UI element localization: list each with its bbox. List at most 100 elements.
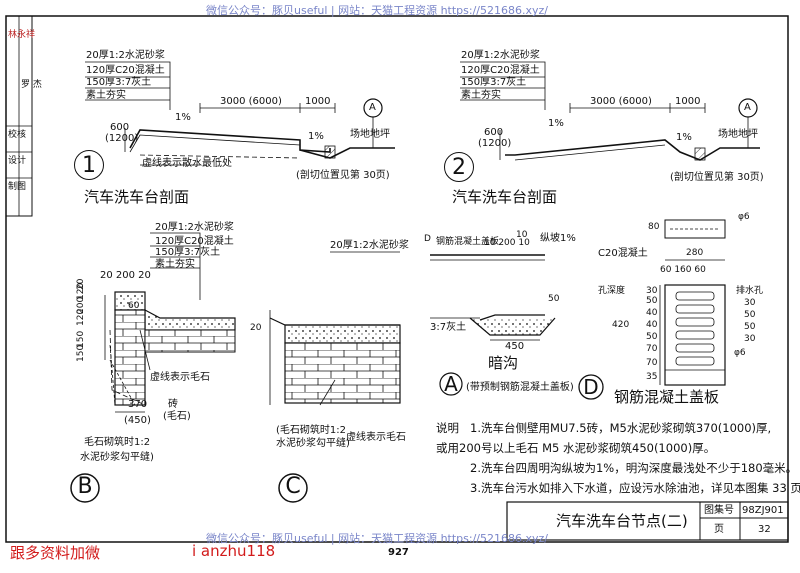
d-left-dim-1: 35: [646, 372, 658, 382]
d-right-dim-2: 50: [744, 310, 756, 320]
c-dim-20: 20: [250, 323, 262, 333]
s2-layer-2: 120厚C20混凝土: [461, 65, 540, 76]
d-right-dim-4: 30: [744, 334, 756, 344]
s1-layer-1: 20厚1:2水泥砂浆: [86, 50, 165, 61]
d-concrete: C20混凝土: [598, 248, 648, 259]
title-block-title: 汽车洗车台节点(二): [556, 512, 688, 530]
b-vdim-5: 120: [76, 282, 86, 300]
b-dim-370: 370: [128, 399, 148, 410]
sheet-frame: [5, 15, 789, 543]
s2-dim-height-a: 600: [484, 127, 504, 138]
a-marker: A: [444, 372, 458, 396]
c-note-mortar2: 水泥砂浆勾平缝): [276, 438, 350, 449]
a-cover-marker: D: [424, 234, 431, 244]
title-block-set-label: 图集号: [704, 505, 734, 516]
d-left-dim-6: 40: [646, 308, 658, 318]
s2-title: 汽车洗车台剖面: [452, 188, 558, 206]
s1-marker: 1: [74, 150, 104, 180]
c-note-dashed: 虚线表示毛石: [346, 432, 406, 443]
s2-slope-1: 1%: [548, 118, 564, 129]
b-dim-60: 60: [128, 301, 140, 311]
s2-note-cut: (剖切位置见第 30页): [670, 172, 764, 183]
stamp-row-design: 设计: [8, 156, 27, 166]
notes-line-3: 2.洗车台四周明沟纵坡为1%，明沟深度最浅处不少于180毫米。: [470, 461, 798, 475]
watermark-top: 微信公众号：豚贝useful | 网站：天猫工程资源 https://52168…: [206, 4, 548, 17]
footer-middle: i anzhu118: [192, 542, 276, 560]
title-block-page-value: 32: [758, 524, 771, 535]
stamp-signature-2: 罗 杰: [21, 80, 42, 90]
b-top-dims: 20 200 20: [100, 270, 151, 281]
detailB-drawing: [70, 232, 236, 503]
a-dim-50: 50: [548, 294, 560, 304]
s1-note-dashed: 虚线表示散水最低处: [142, 158, 232, 169]
s2-dim-height-b: (1200): [478, 138, 512, 149]
c-marker: C: [285, 474, 301, 499]
detailA-drawing: [330, 251, 556, 396]
d-left-dim-2: 70: [646, 358, 658, 368]
c-note-mortar: (毛石砌筑时1:2: [276, 425, 346, 436]
detailC-drawing: [269, 310, 401, 503]
s1-title: 汽车洗车台剖面: [84, 188, 190, 206]
s1-slope-1: 1%: [175, 112, 191, 123]
d-dim-80: 80: [648, 222, 660, 232]
s2-layer-1: 20厚1:2水泥砂浆: [461, 50, 540, 61]
d-left-dim-8: 30: [646, 286, 658, 296]
s1-detail-marker: A: [369, 102, 376, 113]
b-stone: (毛石): [163, 411, 191, 422]
d-dim-420: 420: [612, 320, 630, 330]
d-right-dim-3: 50: [744, 322, 756, 332]
notes-label: 说明: [436, 421, 459, 435]
s1-slope-2: 1%: [308, 131, 324, 142]
s2-marker: 2: [444, 152, 474, 182]
drain-slots: [675, 291, 715, 366]
d-left-dim-7: 50: [646, 296, 658, 306]
b-layer-1: 20厚1:2水泥砂浆: [155, 222, 234, 233]
b-note-mortar: 毛石砌筑时1:2: [84, 437, 151, 448]
d-sub-dims: 60 160 60: [660, 265, 706, 275]
d-right-dim-1: 30: [744, 298, 756, 308]
a-top-layer: 20厚1:2水泥砂浆: [330, 240, 409, 251]
s1-layer-4: 素土夯实: [86, 90, 126, 101]
b-marker: B: [77, 474, 93, 499]
s2-dim-long: 3000 (6000): [590, 96, 652, 107]
title-block-page-label: 页: [714, 524, 724, 535]
d-dim-280: 280: [686, 248, 704, 258]
s2-layer-3: 150厚3:7灰土: [461, 77, 527, 88]
b-layer-2: 120厚C20混凝土: [155, 236, 234, 247]
a-lime: 3:7灰土: [430, 322, 467, 333]
a-dim-10: 10: [516, 230, 528, 240]
s1-layer-3: 150厚3:7灰土: [86, 77, 152, 88]
notes-line-2: 或用200号以上毛石 M5 水泥砂浆砌筑450(1000)厚。: [436, 441, 716, 455]
a-subtitle: (带预制钢筋混凝土盖板): [466, 382, 574, 393]
title-block-frame: [506, 501, 789, 541]
s2-dim-short: 1000: [675, 96, 701, 107]
s1-note-ground: 场地地坪: [350, 129, 390, 140]
d-left-dim-4: 50: [646, 332, 658, 342]
stamp-row-check: 校核: [8, 130, 27, 140]
d-rebar: φ6: [738, 212, 750, 222]
stamp-signature-1: 林永祥: [8, 30, 36, 40]
s2-detail-marker: A: [744, 102, 751, 113]
s1-dim-short: 1000: [305, 96, 331, 107]
d-left-dim-5: 40: [646, 320, 658, 330]
a-cover-ref: 钢筋混凝土盖板: [436, 237, 500, 247]
d-left-dim-3: 70: [646, 344, 658, 354]
s2-slope-2: 1%: [676, 132, 692, 143]
notes-line-4: 3.洗车台污水如排入下水道，应设污水除油池，详见本图集 33 页。: [470, 481, 800, 495]
d-title: 钢筋混凝土盖板: [614, 388, 720, 406]
s1-dim-long: 3000 (6000): [220, 96, 282, 107]
detailD-drawing: [578, 219, 726, 400]
stamp-row-draw: 制图: [8, 182, 27, 192]
s2-note-ground: 场地地坪: [718, 129, 758, 140]
a-dims: 10 200 10: [484, 238, 530, 248]
section2-drawing: [460, 61, 760, 161]
b-layer-3: 150厚3:7灰土: [155, 247, 221, 258]
a-slope: 纵坡1%: [540, 233, 576, 244]
b-vdim-6: 150: [76, 344, 86, 362]
b-dim-450: (450): [124, 415, 151, 426]
d-width-label: 孔深度: [598, 286, 626, 296]
d-marker: D: [583, 375, 599, 399]
footer-left: 跟多资料加微: [10, 544, 101, 562]
watermark-bottom: 微信公众号：豚贝useful | 网站：天猫工程资源 https://52168…: [206, 532, 548, 545]
